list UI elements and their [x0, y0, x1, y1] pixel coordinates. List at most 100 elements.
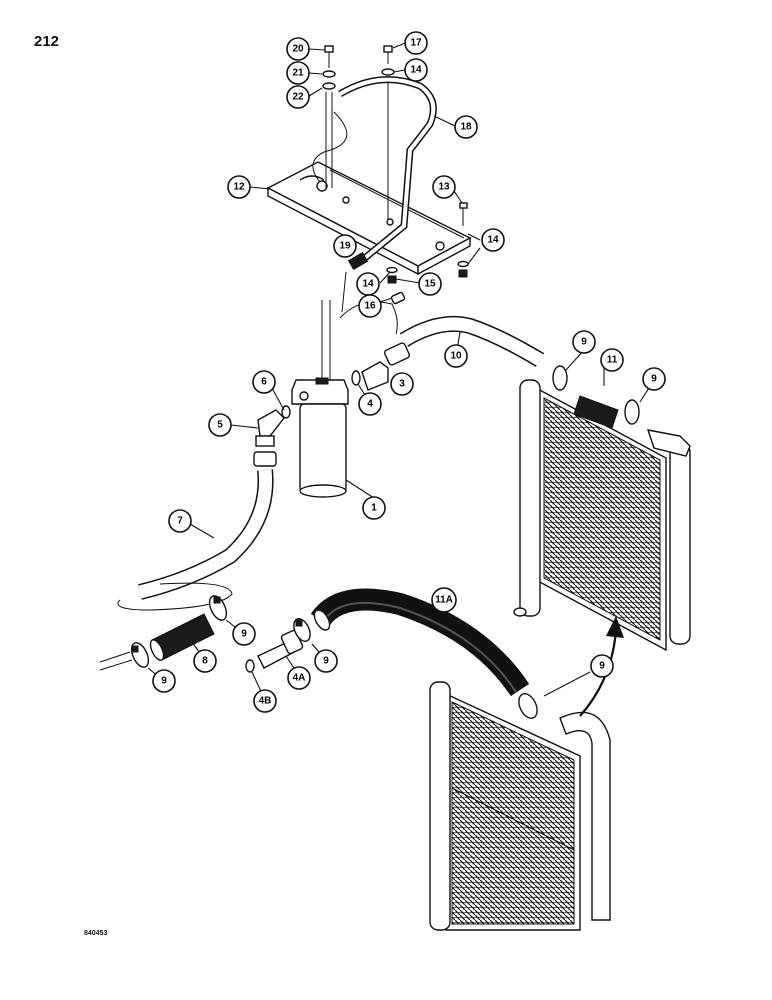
figure-code: 840453	[84, 930, 108, 937]
svg-text:20: 20	[292, 44, 304, 55]
svg-text:6: 6	[261, 377, 267, 388]
callout-8: 8	[193, 649, 217, 673]
hose-8	[149, 613, 215, 661]
svg-text:1: 1	[371, 503, 377, 514]
filter-1	[291, 300, 349, 498]
svg-text:9: 9	[241, 629, 247, 640]
callout-10: 10	[444, 344, 468, 368]
svg-text:19: 19	[339, 241, 351, 252]
callout-9-lower: 9	[590, 654, 614, 678]
bolt-13	[459, 202, 468, 226]
callout-3: 3	[390, 372, 414, 396]
callout-22: 22	[286, 85, 310, 109]
svg-text:17: 17	[410, 38, 422, 49]
svg-text:4A: 4A	[293, 673, 306, 684]
svg-text:9: 9	[581, 337, 587, 348]
svg-text:11: 11	[607, 355, 618, 366]
washer-14-top	[381, 68, 395, 76]
clamp-9-mid	[208, 595, 228, 621]
o-ring-4b	[245, 659, 255, 673]
clamp-9-left	[130, 642, 150, 668]
callout-19: 19	[333, 234, 357, 258]
clamp-9-4a	[293, 618, 311, 642]
bracket-outline	[339, 301, 398, 335]
washer-14-right	[457, 260, 469, 268]
radiator-lower	[429, 681, 611, 931]
callout-21: 21	[286, 61, 310, 85]
callout-1: 1	[362, 496, 386, 520]
callout-9-top-left: 9	[572, 330, 596, 354]
nut-14-right	[458, 269, 468, 278]
callout-16: 16	[358, 294, 382, 318]
callout-7: 7	[168, 509, 192, 533]
callout-4: 4	[358, 392, 382, 416]
callout-4b: 4B	[253, 689, 277, 713]
svg-text:21: 21	[292, 68, 304, 79]
clamp-9-top-left	[552, 365, 568, 391]
nut-7	[253, 451, 277, 467]
hose-11	[573, 395, 619, 429]
svg-text:8: 8	[202, 656, 208, 667]
callout-17: 17	[404, 31, 428, 55]
callout-13: 13	[432, 175, 456, 199]
svg-text:9: 9	[651, 374, 657, 385]
cooler-upper	[513, 365, 691, 652]
callout-4a: 4A	[287, 666, 311, 690]
pipe-stub	[99, 651, 133, 671]
svg-text:22: 22	[292, 92, 304, 103]
svg-text:4B: 4B	[259, 696, 272, 707]
fitting-16	[390, 291, 406, 305]
svg-text:7: 7	[177, 516, 183, 527]
clamp-9-top-right	[624, 399, 640, 425]
bolt-17	[383, 45, 393, 64]
callout-14-mid: 14	[356, 272, 380, 296]
svg-text:18: 18	[460, 122, 472, 133]
bolt-20	[324, 45, 334, 68]
svg-text:11A: 11A	[435, 595, 453, 606]
o-ring-4	[351, 370, 361, 386]
callout-9-left: 9	[152, 669, 176, 693]
callout-15: 15	[418, 272, 442, 296]
svg-text:10: 10	[450, 351, 462, 362]
page-number: 212	[34, 33, 60, 50]
svg-text:9: 9	[323, 656, 329, 667]
callout-11: 11	[600, 348, 624, 372]
svg-text:9: 9	[599, 661, 605, 672]
svg-text:14: 14	[410, 65, 422, 76]
clamp-9-lower	[518, 693, 538, 719]
washer-22	[322, 82, 336, 90]
tube-10	[399, 315, 545, 367]
callout-14-top: 14	[404, 58, 428, 82]
mounting-bracket	[266, 161, 472, 276]
callout-5: 5	[208, 413, 232, 437]
washer-14-mid	[386, 266, 398, 274]
callout-12: 12	[227, 175, 251, 199]
elbow-5	[255, 409, 285, 447]
washer-21	[322, 70, 336, 78]
callout-9-4a: 9	[314, 649, 338, 673]
cooler-inlet-elbow	[646, 429, 691, 457]
callout-9-mid: 9	[232, 622, 256, 646]
svg-text:5: 5	[217, 420, 223, 431]
callout-9-top-right: 9	[642, 367, 666, 391]
callout-14-right: 14	[481, 228, 505, 252]
svg-text:9: 9	[161, 676, 167, 687]
callout-11a: 11A	[431, 587, 457, 613]
svg-text:3: 3	[399, 379, 405, 390]
svg-text:14: 14	[487, 235, 499, 246]
callout-6: 6	[252, 370, 276, 394]
svg-text:15: 15	[424, 279, 436, 290]
svg-text:12: 12	[233, 182, 245, 193]
svg-text:14: 14	[362, 279, 374, 290]
hose-fitting-19	[341, 251, 369, 313]
svg-text:16: 16	[364, 301, 376, 312]
adapter-3	[361, 342, 411, 391]
hose-11a	[310, 588, 530, 697]
callout-18: 18	[454, 115, 478, 139]
svg-text:13: 13	[438, 182, 450, 193]
callout-20: 20	[286, 37, 310, 61]
nut-15	[387, 275, 397, 284]
svg-text:4: 4	[367, 399, 373, 410]
hose-18	[312, 76, 437, 265]
